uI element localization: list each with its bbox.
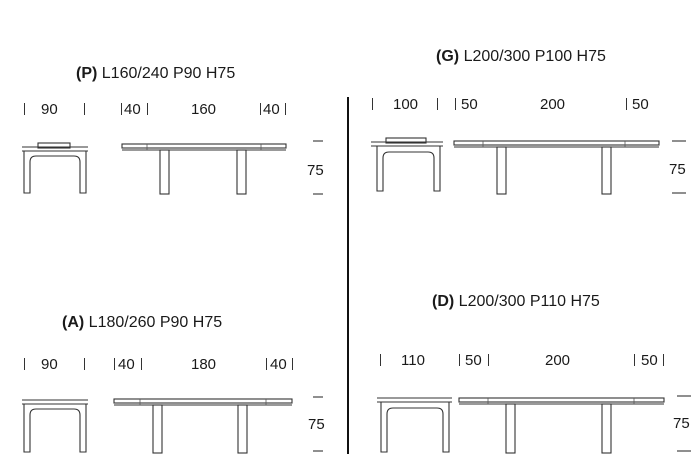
p-tick bbox=[84, 103, 85, 115]
g-depth-label: 100 bbox=[393, 96, 419, 113]
a-tick bbox=[114, 358, 115, 370]
a-height-label: 75 bbox=[308, 416, 325, 433]
p-side-view bbox=[121, 143, 287, 195]
a-tick bbox=[24, 358, 25, 370]
title-d-spec: L200/300 P110 H75 bbox=[458, 293, 600, 310]
title-g-code: (G) bbox=[436, 48, 460, 65]
d-side-view bbox=[458, 397, 665, 454]
a-ext-right-label: 40 bbox=[270, 356, 287, 373]
p-ext-right-label: 40 bbox=[263, 101, 280, 118]
a-tick bbox=[266, 358, 267, 370]
title-a-code: (A) bbox=[62, 314, 85, 331]
a-length-label: 180 bbox=[191, 356, 217, 373]
g-tick bbox=[455, 98, 456, 110]
p-ext-left-label: 40 bbox=[124, 101, 141, 118]
a-ext-left-label: 40 bbox=[118, 356, 135, 373]
title-d: (D) L200/300 P110 H75 bbox=[432, 294, 600, 310]
d-tick bbox=[634, 354, 635, 366]
d-height-label: 75 bbox=[673, 415, 690, 432]
title-g-spec: L200/300 P100 H75 bbox=[463, 48, 606, 65]
g-tick bbox=[372, 98, 373, 110]
p-height-label: 75 bbox=[307, 162, 324, 179]
section-divider bbox=[347, 97, 349, 454]
a-end-view bbox=[22, 399, 88, 453]
d-length-label: 200 bbox=[545, 352, 571, 369]
d-depth-label: 110 bbox=[401, 352, 425, 369]
g-height-label: 75 bbox=[669, 161, 686, 178]
p-tick bbox=[121, 103, 122, 115]
a-tick bbox=[141, 358, 142, 370]
title-a-spec: L180/260 P90 H75 bbox=[88, 314, 223, 331]
a-depth-label: 90 bbox=[41, 356, 58, 373]
title-a: (A) L180/260 P90 H75 bbox=[62, 315, 222, 331]
p-tick bbox=[24, 103, 25, 115]
d-ext-left-label: 50 bbox=[465, 352, 482, 369]
d-tick bbox=[488, 354, 489, 366]
d-tick bbox=[459, 354, 460, 366]
p-tick bbox=[260, 103, 261, 115]
a-side-view bbox=[113, 398, 293, 454]
p-depth-label: 90 bbox=[41, 101, 58, 118]
title-p-code: (P) bbox=[76, 65, 98, 82]
g-tick bbox=[437, 98, 438, 110]
g-ext-left-label: 50 bbox=[461, 96, 478, 113]
d-tick bbox=[380, 354, 381, 366]
a-tick bbox=[84, 358, 85, 370]
g-end-view bbox=[371, 137, 443, 192]
a-tick bbox=[292, 358, 293, 370]
g-tick bbox=[626, 98, 627, 110]
d-ext-right-label: 50 bbox=[641, 352, 658, 369]
title-g: (G) L200/300 P100 H75 bbox=[436, 49, 606, 65]
g-side-view bbox=[453, 140, 660, 195]
d-end-view bbox=[377, 397, 452, 453]
p-end-view bbox=[22, 142, 88, 194]
g-ext-right-label: 50 bbox=[632, 96, 649, 113]
p-tick bbox=[285, 103, 286, 115]
title-p-spec: L160/240 P90 H75 bbox=[101, 65, 236, 82]
d-tick bbox=[663, 354, 664, 366]
p-length-label: 160 bbox=[191, 101, 217, 118]
title-p: (P) L160/240 P90 H75 bbox=[76, 66, 235, 82]
g-length-label: 200 bbox=[540, 96, 566, 113]
title-d-code: (D) bbox=[432, 293, 455, 310]
p-tick bbox=[147, 103, 148, 115]
